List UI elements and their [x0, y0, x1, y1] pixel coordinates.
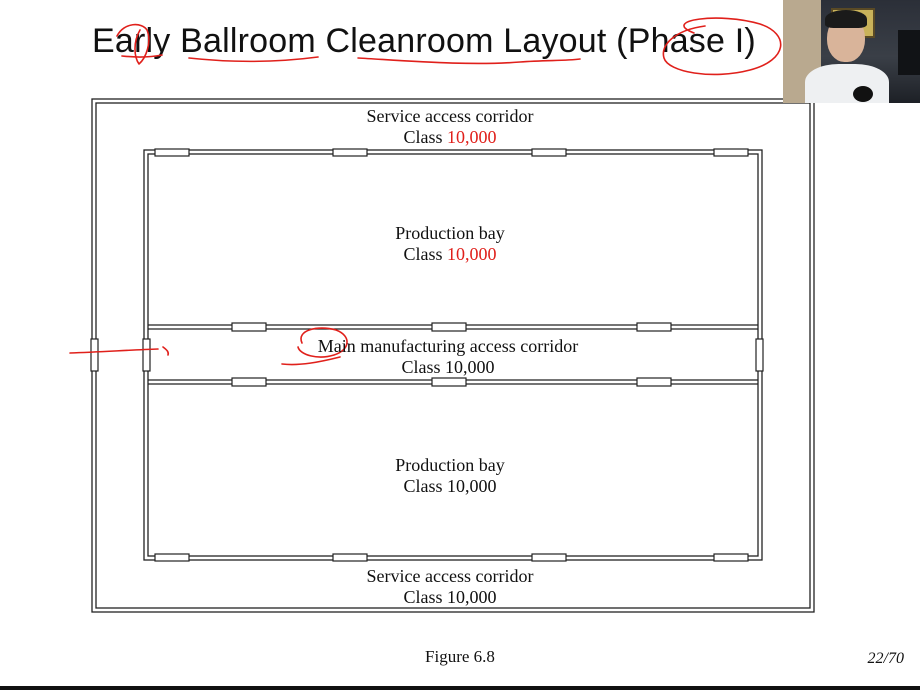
- region-name: Service access corridor: [366, 106, 534, 126]
- door: [636, 322, 672, 332]
- door: [90, 338, 99, 372]
- door: [431, 322, 467, 332]
- cleanliness-class: Class 10,000: [401, 357, 495, 377]
- microphone-icon: [853, 86, 873, 102]
- doors-inner-bottom: [154, 553, 749, 562]
- door: [531, 553, 567, 562]
- door: [154, 553, 190, 562]
- presenter-webcam: [783, 0, 920, 103]
- doors-side: [90, 338, 764, 372]
- doors-inner-top: [154, 148, 749, 157]
- region-name: Service access corridor: [366, 566, 534, 586]
- presenter-body: [805, 64, 889, 103]
- upper-production-bay-label: Production bay Class 10,000: [300, 223, 600, 265]
- figure-caption: Figure 6.8: [425, 647, 495, 666]
- presenter-hair: [825, 10, 867, 28]
- class-prefix: Class: [403, 244, 447, 264]
- lower-production-bay-label: Production bay Class 10,000: [300, 455, 600, 497]
- cleanliness-class: Class 10,000: [403, 476, 497, 496]
- doors-corridor-upper: [231, 322, 672, 332]
- main-corridor-label: Main manufacturing access corridor Class…: [248, 336, 648, 378]
- door: [531, 148, 567, 157]
- door: [154, 148, 190, 157]
- handwritten-annotations: [69, 17, 782, 366]
- bottom-service-corridor-label: Service access corridor Class 10,000: [300, 566, 600, 608]
- door: [713, 553, 749, 562]
- door: [332, 553, 368, 562]
- cleanliness-class: Class 10,000: [403, 587, 497, 607]
- door: [755, 338, 764, 372]
- region-name: Production bay: [395, 223, 505, 243]
- top-service-corridor-label: Service access corridor Class 10,000: [300, 106, 600, 148]
- region-name: Main manufacturing access corridor: [317, 336, 579, 356]
- slide-title: Early Ballroom Cleanroom Layout (Phase I…: [92, 22, 756, 60]
- door: [332, 148, 368, 157]
- door: [231, 377, 267, 387]
- class-prefix: Class: [403, 127, 447, 147]
- webcam-background-monitor: [898, 30, 920, 75]
- page-number: 22/70: [867, 650, 904, 667]
- cleanliness-class: Class 10,000: [300, 244, 600, 265]
- cleanliness-class: Class 10,000: [300, 127, 600, 148]
- door: [713, 148, 749, 157]
- door: [231, 322, 267, 332]
- bottom-bar: [0, 686, 920, 690]
- door: [142, 338, 151, 372]
- class-value: 10,000: [447, 127, 497, 147]
- doors-corridor-lower: [231, 377, 672, 387]
- region-name: Production bay: [395, 455, 505, 475]
- class-value: 10,000: [447, 244, 497, 264]
- door: [636, 377, 672, 387]
- door: [431, 377, 467, 387]
